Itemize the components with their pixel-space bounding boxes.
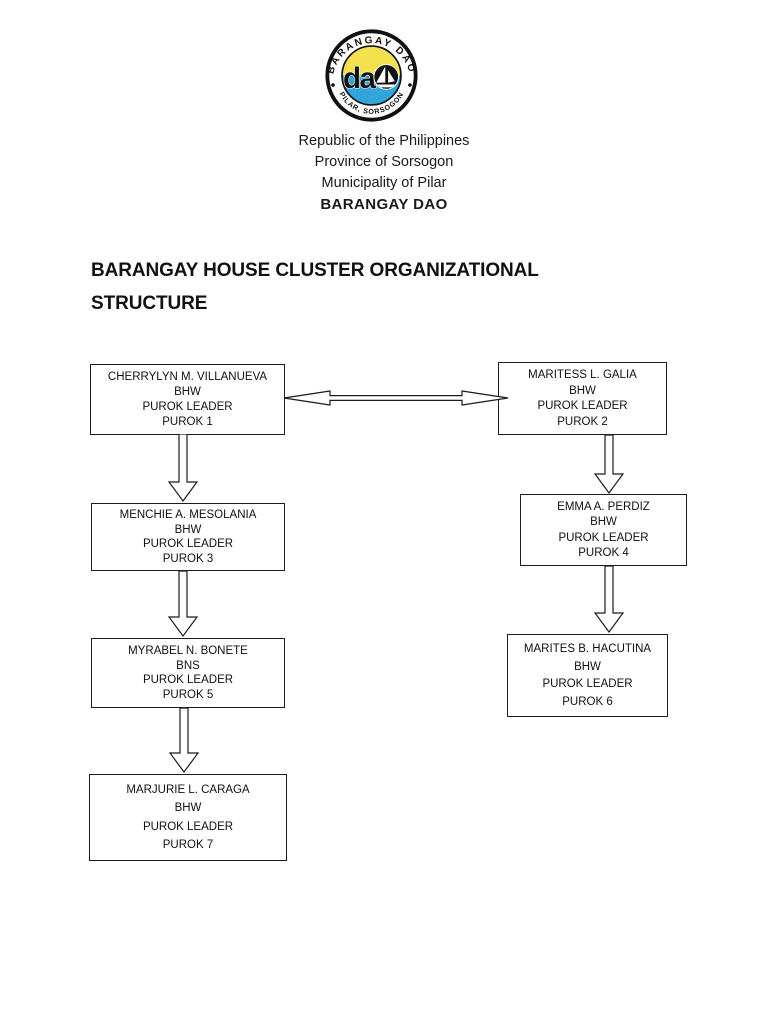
double-arrow-icon xyxy=(283,390,509,406)
member-purok: PUROK 6 xyxy=(562,695,613,708)
member-position: PUROK LEADER xyxy=(142,401,233,413)
member-name: MENCHIE A. MESOLANIA xyxy=(119,509,257,522)
member-position: PUROK LEADER xyxy=(142,820,234,833)
letterhead: Republic of the Philippines Province of … xyxy=(0,131,768,215)
org-box-purok-7: MARJURIE L. CARAGA BHW PUROK LEADER PURO… xyxy=(89,774,287,861)
arrow-down-icon xyxy=(594,566,624,633)
member-name: MARITESS L. GALIA xyxy=(528,369,637,382)
member-name: MARITES B. HACUTINA xyxy=(523,643,652,656)
letterhead-line-republic: Republic of the Philippines xyxy=(298,133,470,149)
org-box-purok-6: MARITES B. HACUTINA BHW PUROK LEADER PUR… xyxy=(507,634,668,717)
member-position: PUROK LEADER xyxy=(142,674,234,687)
org-box-purok-4: EMMA A. PERDIZ BHW PUROK LEADER PUROK 4 xyxy=(520,494,687,566)
page-title: BARANGAY HOUSE CLUSTER ORGANIZATIONAL ST… xyxy=(91,260,539,314)
seal-monogram-text: da xyxy=(343,62,377,95)
arrow-down-icon xyxy=(169,708,199,773)
member-purok: PUROK 1 xyxy=(162,416,213,428)
arrow-down-icon xyxy=(168,434,198,502)
member-position: PUROK LEADER xyxy=(537,400,628,413)
org-box-purok-3: MENCHIE A. MESOLANIA BHW PUROK LEADER PU… xyxy=(91,503,285,571)
seal-icon: BARANGAY DAO PILAR, SORSOGON da xyxy=(325,29,418,122)
member-purok: PUROK 7 xyxy=(162,838,214,851)
letterhead-line-municipality: Municipality of Pilar xyxy=(321,175,447,191)
member-name: CHERRYLYN M. VILLANUEVA xyxy=(107,371,268,383)
org-box-purok-2: MARITESS L. GALIA BHW PUROK LEADER PUROK… xyxy=(498,362,667,435)
sailboat-icon xyxy=(373,64,400,90)
letterhead-line-barangay: BARANGAY DAO xyxy=(320,196,448,213)
member-role: BHW xyxy=(590,516,617,529)
member-role: BHW xyxy=(174,523,202,536)
org-box-purok-5: MYRABEL N. BONETE BNS PUROK LEADER PUROK… xyxy=(91,638,285,708)
member-name: EMMA A. PERDIZ xyxy=(557,501,650,514)
member-purok: PUROK 5 xyxy=(162,689,214,702)
arrow-down-icon xyxy=(594,435,624,494)
barangay-dao-seal-logo: BARANGAY DAO PILAR, SORSOGON da xyxy=(322,28,421,123)
arrow-down-icon xyxy=(168,571,198,637)
member-role: BHW xyxy=(174,386,201,398)
member-role: BHW xyxy=(569,384,596,397)
member-role: BHW xyxy=(574,660,601,673)
member-role: BNS xyxy=(176,659,200,672)
member-name: MYRABEL N. BONETE xyxy=(128,644,248,657)
member-purok: PUROK 3 xyxy=(162,552,214,565)
member-position: PUROK LEADER xyxy=(142,538,234,551)
member-purok: PUROK 2 xyxy=(557,415,608,428)
member-purok: PUROK 4 xyxy=(578,546,629,559)
member-position: PUROK LEADER xyxy=(542,678,633,691)
member-role: BHW xyxy=(174,802,202,815)
member-position: PUROK LEADER xyxy=(558,531,649,544)
letterhead-line-province: Province of Sorsogon xyxy=(314,154,454,170)
org-box-purok-1: CHERRYLYN M. VILLANUEVA BHW PUROK LEADER… xyxy=(90,364,285,435)
member-name: MARJURIE L. CARAGA xyxy=(126,784,250,797)
